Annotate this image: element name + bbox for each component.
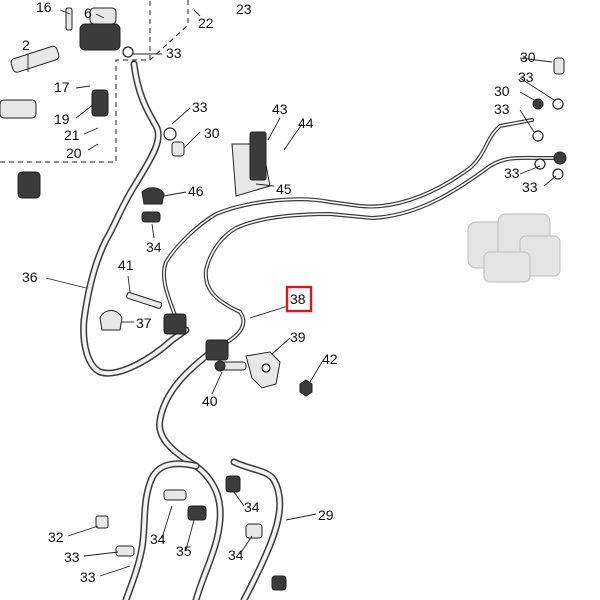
- subassembly-boundary: [0, 0, 189, 163]
- brake-pipes-38: [161, 118, 560, 348]
- bracket-39: [245, 351, 281, 389]
- abs-unit-ghost: [467, 213, 561, 283]
- part-label-6[interactable]: 6: [84, 5, 92, 21]
- part-label-22[interactable]: 22: [198, 15, 214, 31]
- part-label-21[interactable]: 21: [64, 127, 80, 143]
- part-label-30[interactable]: 30: [520, 49, 536, 65]
- part-label-33[interactable]: 33: [64, 549, 80, 565]
- part-label-34[interactable]: 34: [150, 531, 166, 547]
- clamp-37: [99, 310, 123, 331]
- part-label-33[interactable]: 33: [522, 179, 538, 195]
- part-label-34[interactable]: 34: [244, 499, 260, 515]
- part-label-30[interactable]: 30: [494, 83, 510, 99]
- part-label-42[interactable]: 42: [322, 351, 338, 367]
- bolt-40: [214, 360, 247, 372]
- part-label-19[interactable]: 19: [54, 111, 70, 127]
- part-label-41[interactable]: 41: [118, 257, 134, 273]
- clamp-34-upper: [141, 211, 161, 223]
- part-label-16[interactable]: 16: [36, 0, 52, 15]
- part-label-45[interactable]: 45: [276, 181, 292, 197]
- brake-hose-lower: [122, 346, 284, 600]
- part-label-33[interactable]: 33: [80, 569, 96, 585]
- part-label-32[interactable]: 32: [48, 529, 64, 545]
- washers-33-30-center: [122, 46, 185, 157]
- part-label-33[interactable]: 33: [192, 99, 208, 115]
- part-label-37[interactable]: 37: [136, 315, 152, 331]
- part-label-34[interactable]: 34: [146, 239, 162, 255]
- part-label-39[interactable]: 39: [290, 329, 306, 345]
- part-label-35[interactable]: 35: [176, 543, 192, 559]
- part-label-44[interactable]: 44: [298, 115, 314, 131]
- part-label-34[interactable]: 34: [228, 547, 244, 563]
- bolt-41: [126, 292, 163, 309]
- junction-block-left: [163, 313, 187, 335]
- master-cylinder-parts: [0, 7, 121, 199]
- part-label-38[interactable]: 38: [290, 291, 306, 307]
- clamp-46: [141, 187, 165, 205]
- part-label-30[interactable]: 30: [204, 125, 220, 141]
- highlight-box-38: [285, 285, 313, 313]
- junction-block-right: [205, 339, 229, 361]
- part-labels: 16 6 22 23 2 33 17 19 21 20 33 30 43 44 …: [22, 0, 538, 585]
- part-label-43[interactable]: 43: [272, 101, 288, 117]
- part-label-23[interactable]: 23: [236, 1, 252, 17]
- part-label-29[interactable]: 29: [318, 507, 334, 523]
- part-label-33[interactable]: 33: [518, 69, 534, 85]
- lower-clamps: [95, 475, 287, 591]
- leader-lines: [27, 9, 557, 577]
- part-label-36[interactable]: 36: [22, 269, 38, 285]
- brake-hose-36: [80, 60, 190, 377]
- part-label-2[interactable]: 2: [22, 37, 30, 53]
- part-label-33[interactable]: 33: [494, 101, 510, 117]
- part-label-33[interactable]: 33: [504, 165, 520, 181]
- bracket-43-45: [231, 131, 271, 197]
- part-label-20[interactable]: 20: [66, 145, 82, 161]
- nut-42: [299, 379, 313, 397]
- part-label-17[interactable]: 17: [54, 79, 70, 95]
- part-label-33[interactable]: 33: [166, 45, 182, 61]
- part-label-40[interactable]: 40: [202, 393, 218, 409]
- washers-33-30-right: [532, 57, 567, 180]
- part-label-46[interactable]: 46: [188, 183, 204, 199]
